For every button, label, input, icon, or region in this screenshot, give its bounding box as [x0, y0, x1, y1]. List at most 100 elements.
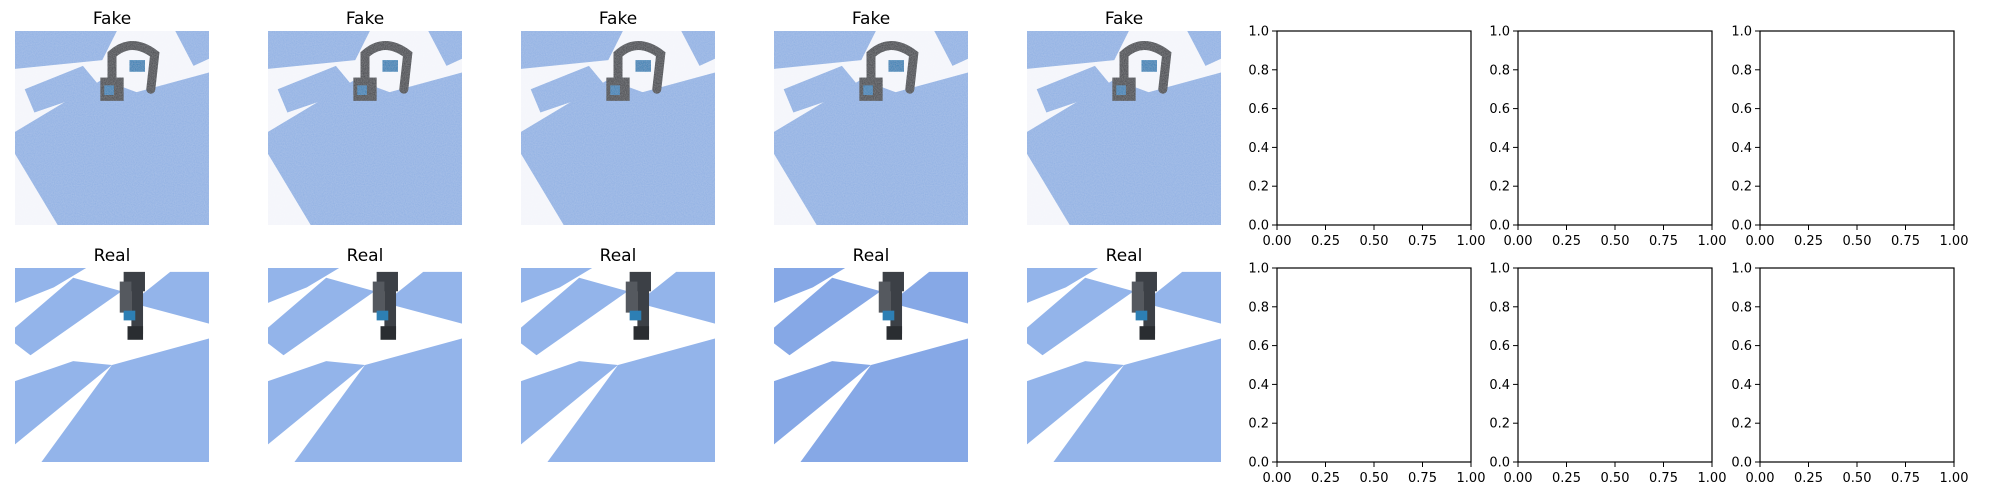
- x-tick-label: 1.00: [1698, 471, 1727, 486]
- y-tick-label: 0.0: [1489, 219, 1510, 234]
- fake-image-title: Fake: [93, 9, 131, 29]
- fake-image-panel: Fake: [1027, 9, 1221, 225]
- floor-tile: [1027, 361, 1124, 445]
- floor-tile: [681, 31, 715, 66]
- y-tick-label: 0.8: [1731, 63, 1752, 78]
- floor-tile: [15, 31, 117, 69]
- y-tick-label: 0.2: [1731, 180, 1752, 195]
- x-tick-label: 0.75: [1649, 471, 1678, 486]
- robot-arm: [353, 41, 413, 101]
- y-tick-label: 0.6: [1489, 339, 1510, 354]
- floor-tile: [890, 271, 968, 324]
- y-tick-label: 0.4: [1731, 141, 1752, 156]
- robot-arm: [606, 41, 666, 101]
- floor-tile: [1143, 271, 1221, 324]
- y-tick-label: 0.4: [1489, 141, 1510, 156]
- floor-tile: [294, 338, 462, 462]
- y-tick-label: 0.8: [1248, 63, 1269, 78]
- x-tick-label: 1.00: [1457, 234, 1486, 249]
- x-tick-label: 1.00: [1940, 234, 1969, 249]
- x-tick-label: 0.00: [1504, 234, 1533, 249]
- y-tick-label: 0.2: [1489, 417, 1510, 432]
- x-tick-label: 0.50: [1360, 234, 1389, 249]
- floor-tile: [547, 338, 715, 462]
- x-tick-label: 1.00: [1940, 471, 1969, 486]
- x-tick-label: 0.75: [1408, 234, 1437, 249]
- x-tick-label: 0.50: [1601, 471, 1630, 486]
- y-tick-label: 0.6: [1248, 339, 1269, 354]
- floor-tile: [1069, 72, 1221, 225]
- floor-tile: [41, 338, 209, 462]
- y-tick-label: 0.4: [1489, 378, 1510, 393]
- x-tick-label: 0.25: [1311, 234, 1340, 249]
- floor-tile: [428, 31, 462, 66]
- floor-tile: [521, 31, 623, 69]
- floor-tile: [563, 72, 715, 225]
- floor-tile: [1027, 277, 1134, 356]
- x-tick-label: 1.00: [1698, 234, 1727, 249]
- x-tick-label: 0.50: [1843, 234, 1872, 249]
- x-tick-label: 0.00: [1504, 471, 1533, 486]
- robot-arm: [859, 41, 919, 101]
- floor-tile: [800, 338, 968, 462]
- real-image-panel: Real: [1027, 246, 1221, 462]
- real-image-panel: Real: [774, 246, 968, 462]
- floor-tile: [637, 271, 715, 324]
- y-tick-label: 0.0: [1731, 456, 1752, 471]
- x-tick-label: 0.00: [1263, 471, 1292, 486]
- fake-image-panel: Fake: [15, 9, 209, 225]
- x-tick-label: 0.75: [1891, 234, 1920, 249]
- floor-tile: [384, 271, 462, 324]
- x-tick-label: 0.25: [1794, 234, 1823, 249]
- robot-arm: [1131, 271, 1157, 340]
- fake-image-title: Fake: [852, 9, 890, 29]
- floor-tile: [131, 271, 209, 324]
- floor-tile: [521, 361, 618, 445]
- x-tick-label: 0.00: [1263, 234, 1292, 249]
- real-image-title: Real: [600, 246, 637, 266]
- y-tick-label: 1.0: [1248, 25, 1269, 40]
- floor-tile: [268, 268, 340, 303]
- floor-tile: [57, 72, 209, 225]
- real-image-title: Real: [853, 246, 890, 266]
- robot-arm: [119, 271, 145, 340]
- floor-tile: [783, 65, 862, 113]
- robot-arm: [625, 271, 651, 340]
- real-image-panel: Real: [268, 246, 462, 462]
- axes-frame: [1759, 30, 1955, 226]
- y-tick-label: 0.2: [1489, 180, 1510, 195]
- y-tick-label: 0.6: [1731, 339, 1752, 354]
- y-tick-label: 1.0: [1489, 262, 1510, 277]
- y-tick-label: 0.6: [1248, 102, 1269, 117]
- axes-frame: [1517, 30, 1713, 226]
- floor-tile: [268, 31, 370, 69]
- x-tick-label: 0.25: [1552, 471, 1581, 486]
- y-tick-label: 0.0: [1731, 219, 1752, 234]
- floor-tile: [521, 268, 593, 303]
- x-tick-label: 0.50: [1360, 471, 1389, 486]
- floor-tile: [15, 268, 87, 303]
- y-tick-label: 0.6: [1489, 102, 1510, 117]
- fake-image-title: Fake: [346, 9, 384, 29]
- robot-arm: [1112, 41, 1172, 101]
- real-image-title: Real: [1106, 246, 1143, 266]
- floor-tile: [268, 277, 375, 356]
- real-image-title: Real: [347, 246, 384, 266]
- y-tick-label: 0.2: [1248, 180, 1269, 195]
- floor-tile: [774, 361, 871, 445]
- real-image-title: Real: [94, 246, 131, 266]
- floor-tile: [15, 361, 112, 445]
- floor-tile: [277, 65, 356, 113]
- fake-image-panel: Fake: [521, 9, 715, 225]
- floor-tile: [1027, 31, 1129, 69]
- x-tick-label: 1.00: [1457, 471, 1486, 486]
- axes-frame: [1759, 267, 1955, 463]
- x-tick-label: 0.00: [1746, 234, 1775, 249]
- floor-tile: [1027, 268, 1099, 303]
